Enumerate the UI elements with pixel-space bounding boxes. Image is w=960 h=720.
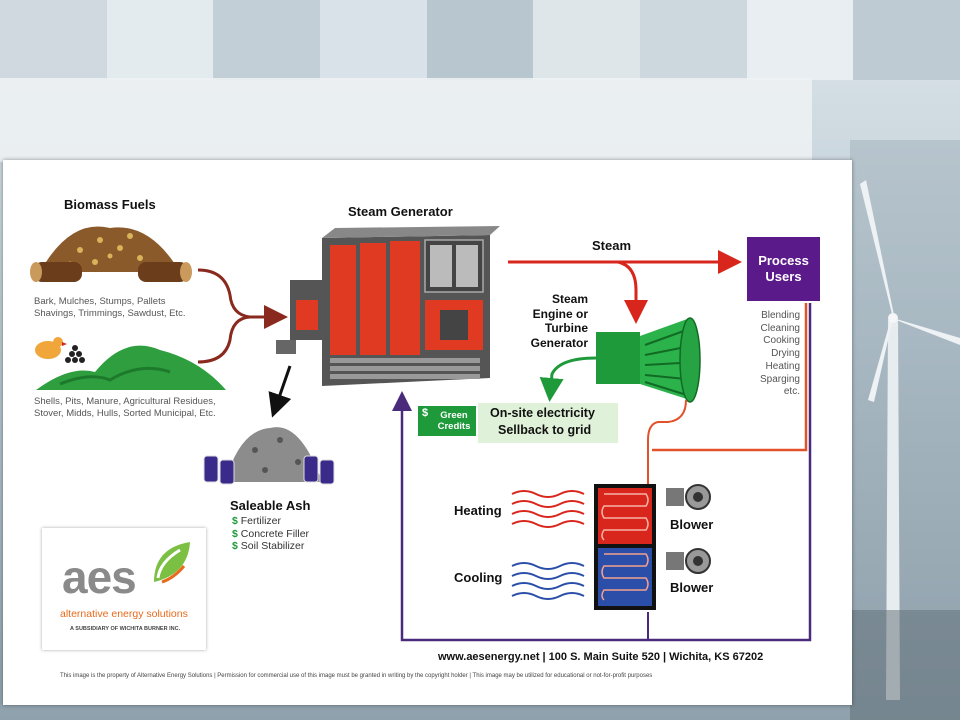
ash-product-item: $ Soil Stabilizer — [232, 540, 309, 553]
agricultural-hills-icon — [35, 337, 226, 390]
ash-product-item: $ Fertilizer — [232, 515, 309, 528]
logo-tagline: alternative energy solutions — [60, 608, 188, 620]
blower-label-1: Blower — [670, 517, 714, 532]
ash-arrow — [268, 365, 292, 418]
heating-coil-unit — [594, 484, 656, 610]
green-credits-line-1: Green — [440, 410, 468, 421]
background-band — [0, 78, 812, 162]
electricity-arrow — [539, 356, 597, 402]
process-use-item: Cleaning — [760, 322, 800, 334]
ash-product-label: Soil Stabilizer — [240, 540, 305, 552]
cooling-label: Cooling — [454, 570, 503, 585]
copyright-notice: This image is the property of Alternativ… — [60, 673, 653, 679]
blower-label-2: Blower — [670, 580, 714, 595]
dollar-icon: $ — [232, 527, 238, 540]
blower-icon — [666, 548, 711, 574]
heating-label: Heating — [454, 503, 502, 518]
process-use-item: Cooking — [763, 335, 800, 347]
ash-product-label: Fertilizer — [240, 515, 282, 527]
wood-pile-icon — [30, 226, 192, 282]
process-use-item: etc. — [783, 386, 800, 398]
ag-caption-line-1: Shells, Pits, Manure, Agricultural Resid… — [34, 396, 216, 407]
ash-product-label: Concrete Filler — [240, 527, 310, 540]
process-use-item: Drying — [771, 348, 800, 360]
logo-subsidiary: A SUBSIDIARY OF WICHITA BURNER INC. — [70, 626, 181, 632]
dollar-icon: $ — [232, 515, 238, 527]
turbine-label-line: Turbine — [544, 321, 588, 335]
process-users-title-1: Process — [758, 253, 809, 268]
leaf-icon — [154, 542, 190, 584]
turbine-label-line: Generator — [530, 335, 588, 350]
steam-label: Steam — [592, 238, 632, 253]
turbine-generator-icon — [596, 317, 701, 403]
logo-wordmark: aes — [62, 551, 137, 603]
background-tiles — [0, 0, 960, 80]
electricity-line-1: On-site electricity — [490, 406, 595, 420]
saleable-ash-title: Saleable Ash — [230, 498, 311, 513]
ash-product-item: $ Concrete Filler — [232, 528, 309, 541]
process-users-box — [747, 237, 820, 301]
process-uses-list: Blending Cleaning Cooking Drying Heating… — [740, 310, 800, 399]
fuel-feed-arrows — [197, 268, 288, 364]
green-credits-dollar: $ — [422, 407, 429, 419]
turbine-label-line: Steam — [551, 292, 588, 306]
process-use-item: Heating — [765, 360, 800, 372]
cooling-waves — [511, 562, 585, 600]
ash-products-list: $ Fertilizer $ Concrete Filler $ Soil St… — [232, 515, 309, 553]
aes-logo: aes alternative energy solutions A SUBSI… — [42, 528, 206, 650]
heating-waves — [511, 490, 585, 528]
wind-turbine-photo — [850, 140, 960, 720]
green-credits-box — [418, 406, 476, 436]
biomass-fuels-title: Biomass Fuels — [64, 197, 156, 212]
electricity-box — [478, 403, 618, 443]
steam-generator-icon — [276, 226, 500, 386]
turbine-label: Steam Engine or Turbine Generator — [512, 292, 588, 350]
blower-icon — [666, 484, 711, 510]
process-users-title-2: Users — [765, 269, 802, 284]
dollar-icon: $ — [232, 540, 238, 552]
green-credits-line-2: Credits — [437, 421, 471, 432]
electricity-line-2: Sellback to grid — [498, 423, 592, 437]
steam-to-turbine-arrow — [617, 260, 648, 324]
turbine-label-line: Engine or — [532, 306, 588, 321]
wood-caption-line-2: Shavings, Trimmings, Sawdust, Etc. — [34, 308, 186, 319]
ash-pile-icon — [203, 427, 335, 485]
wood-caption-line-1: Bark, Mulches, Stumps, Pallets — [34, 296, 166, 307]
process-use-item: Blending — [761, 310, 800, 321]
steam-generator-title: Steam Generator — [348, 204, 453, 219]
process-use-item: Sparging — [759, 373, 800, 385]
return-lines — [392, 303, 812, 642]
ag-caption-line-2: Stover, Midds, Hulls, Sorted Municipal, … — [34, 408, 216, 419]
contact-info: www.aesenergy.net | 100 S. Main Suite 52… — [438, 651, 764, 663]
